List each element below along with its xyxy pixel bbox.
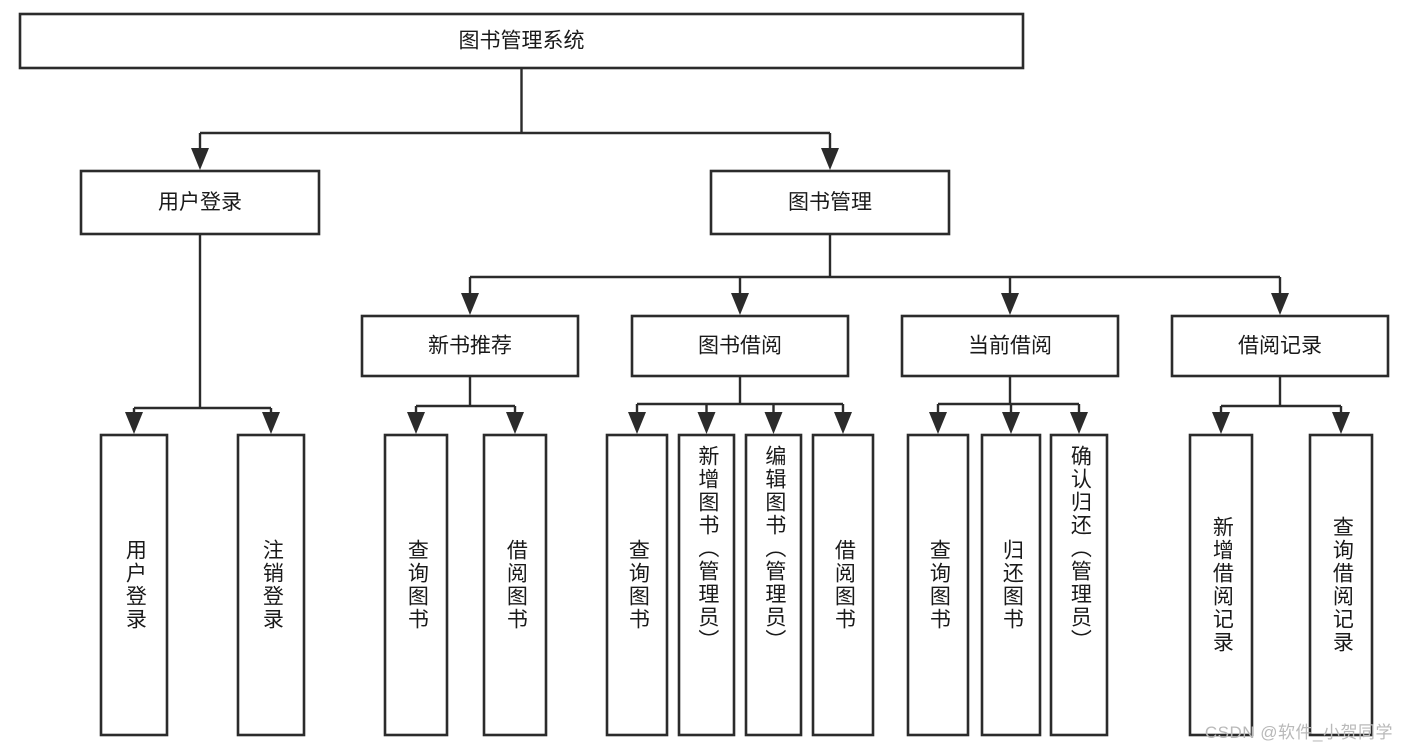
node-box-root[interactable]	[18, 12, 1025, 70]
node-box-leaf-query-book-2[interactable]	[605, 433, 669, 737]
arrow-head-icon	[1001, 293, 1019, 315]
node-label-borrow-record: 借阅记录	[1238, 335, 1322, 358]
arrow-head-icon	[461, 293, 479, 315]
arrow-head-icon	[929, 412, 947, 434]
connector-lines	[125, 68, 1350, 434]
node-box-book-borrow[interactable]	[630, 314, 850, 378]
arrow-head-icon	[821, 148, 839, 170]
node-box-book-manage[interactable]	[709, 169, 951, 236]
arrow-head-icon	[1002, 412, 1020, 434]
node-label-book-borrow: 图书借阅	[698, 335, 782, 358]
node-box-leaf-return-book[interactable]	[980, 433, 1042, 737]
node-box-leaf-query-book-1[interactable]	[383, 433, 449, 737]
node-box-borrow-record[interactable]	[1170, 314, 1390, 378]
node-box-new-book-recommend[interactable]	[360, 314, 580, 378]
arrow-head-icon	[506, 412, 524, 434]
node-box-leaf-edit-book-admin[interactable]	[744, 433, 803, 737]
node-label-current-borrow: 当前借阅	[968, 335, 1052, 358]
node-label-root: 图书管理系统	[459, 30, 585, 53]
arrow-head-icon	[1070, 412, 1088, 434]
node-box-leaf-logout-login[interactable]	[236, 433, 306, 737]
arrow-head-icon	[628, 412, 646, 434]
node-box-leaf-user-login[interactable]	[99, 433, 169, 737]
arrow-head-icon	[834, 412, 852, 434]
node-label-user-login: 用户登录	[158, 191, 242, 214]
node-box-leaf-add-borrow-record[interactable]	[1188, 433, 1254, 737]
arrow-head-icon	[1332, 412, 1350, 434]
node-box-leaf-borrow-book-1[interactable]	[482, 433, 548, 737]
node-box-leaf-confirm-return-admin[interactable]	[1049, 433, 1109, 737]
arrow-head-icon	[731, 293, 749, 315]
arrow-head-icon	[407, 412, 425, 434]
watermark-text: CSDN @软件_小贺同学	[1204, 723, 1393, 742]
arrow-head-icon	[764, 412, 783, 434]
node-box-leaf-add-book-admin[interactable]	[677, 433, 736, 737]
node-box-leaf-borrow-book-2[interactable]	[811, 433, 875, 737]
node-box-leaf-query-book-3[interactable]	[906, 433, 970, 737]
arrow-head-icon	[125, 412, 143, 434]
node-label-new-book-recommend: 新书推荐	[428, 335, 512, 358]
node-box-current-borrow[interactable]	[900, 314, 1120, 378]
node-box-user-login[interactable]	[79, 169, 321, 236]
arrow-head-icon	[191, 148, 209, 170]
arrow-head-icon	[1212, 412, 1230, 434]
node-label-book-manage: 图书管理	[788, 191, 872, 214]
arrow-head-icon	[697, 412, 716, 434]
arrow-head-icon	[262, 412, 280, 434]
arrow-head-icon	[1271, 293, 1289, 315]
node-box-leaf-query-borrow-record[interactable]	[1308, 433, 1374, 737]
node-boxes	[18, 12, 1390, 737]
